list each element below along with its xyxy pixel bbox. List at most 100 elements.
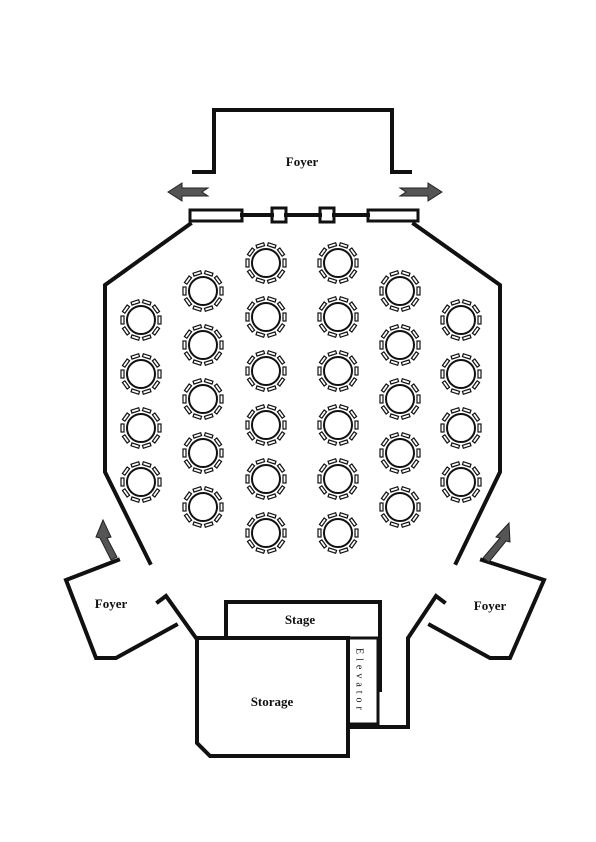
chair — [130, 460, 141, 468]
chair — [317, 528, 322, 538]
chair — [192, 269, 203, 277]
chair — [380, 350, 390, 361]
round-table — [245, 403, 287, 447]
chair — [400, 485, 411, 493]
foyer-left: Foyer — [63, 518, 199, 660]
chair — [327, 349, 338, 357]
chair — [266, 403, 277, 411]
chair — [338, 457, 349, 465]
chair — [151, 358, 161, 369]
round-table-icon — [385, 438, 415, 468]
chair — [183, 512, 193, 523]
foyer-top-label: Foyer — [286, 154, 319, 169]
chair — [276, 247, 286, 258]
chair — [354, 420, 359, 430]
round-table — [379, 485, 421, 529]
chair — [130, 352, 141, 360]
chair — [379, 340, 384, 350]
chair — [219, 502, 224, 512]
chair — [141, 388, 152, 396]
chair — [192, 305, 203, 313]
round-table-icon — [446, 467, 476, 497]
chair — [389, 431, 400, 439]
chair — [141, 442, 152, 450]
round-table-icon — [251, 356, 281, 386]
chair — [121, 433, 131, 444]
chair — [266, 331, 277, 339]
round-table-icon — [251, 248, 281, 278]
chair — [219, 394, 224, 404]
chair — [338, 295, 349, 303]
round-table-icon — [251, 518, 281, 548]
chair — [183, 437, 193, 448]
chair — [192, 359, 203, 367]
chair — [338, 349, 349, 357]
round-table — [182, 323, 224, 367]
chair — [416, 502, 421, 512]
chair — [203, 305, 214, 313]
chair — [400, 431, 411, 439]
chair — [380, 491, 390, 502]
chair — [203, 269, 214, 277]
chair — [441, 487, 451, 498]
chair — [213, 296, 223, 307]
chair — [327, 277, 338, 285]
foyer-top-wall — [192, 108, 412, 174]
round-table — [245, 457, 287, 501]
chair — [266, 547, 277, 555]
chair — [348, 430, 358, 441]
chair — [348, 322, 358, 333]
chair — [389, 359, 400, 367]
chair — [389, 467, 400, 475]
chair — [246, 409, 256, 420]
chair — [348, 409, 358, 420]
chair — [461, 298, 472, 306]
chair — [213, 275, 223, 286]
chair — [213, 383, 223, 394]
pillar-right — [318, 206, 336, 224]
chair — [255, 457, 266, 465]
chair — [318, 463, 328, 474]
chair — [203, 323, 214, 331]
chair — [182, 502, 187, 512]
chair — [380, 512, 390, 523]
chair — [317, 474, 322, 484]
chair — [410, 512, 420, 523]
chair — [338, 403, 349, 411]
chair — [410, 350, 420, 361]
chair — [354, 528, 359, 538]
chair — [282, 528, 287, 538]
chair — [183, 491, 193, 502]
chair — [461, 460, 472, 468]
chair — [389, 485, 400, 493]
round-table-icon — [323, 464, 353, 494]
chair — [461, 406, 472, 414]
chair — [255, 241, 266, 249]
chair — [338, 331, 349, 339]
chair — [266, 277, 277, 285]
chair — [441, 325, 451, 336]
chair — [317, 420, 322, 430]
chair — [471, 379, 481, 390]
chair — [461, 388, 472, 396]
chair — [380, 329, 390, 340]
chair — [327, 493, 338, 501]
chair — [120, 369, 125, 379]
chair — [450, 334, 461, 342]
main-hall-wall-right — [411, 221, 502, 566]
foyer-left-label: Foyer — [95, 596, 128, 611]
stage-label: Stage — [285, 612, 316, 627]
chair — [471, 466, 481, 477]
chair — [276, 268, 286, 279]
chair — [219, 286, 224, 296]
round-table-icon — [323, 518, 353, 548]
round-table — [317, 349, 359, 393]
door-right-frame — [366, 208, 420, 223]
chair — [348, 517, 358, 528]
storage-label: Storage — [251, 694, 294, 709]
chair — [121, 304, 131, 315]
chair — [389, 269, 400, 277]
round-table — [317, 457, 359, 501]
chair — [141, 406, 152, 414]
main-hall — [103, 221, 502, 566]
